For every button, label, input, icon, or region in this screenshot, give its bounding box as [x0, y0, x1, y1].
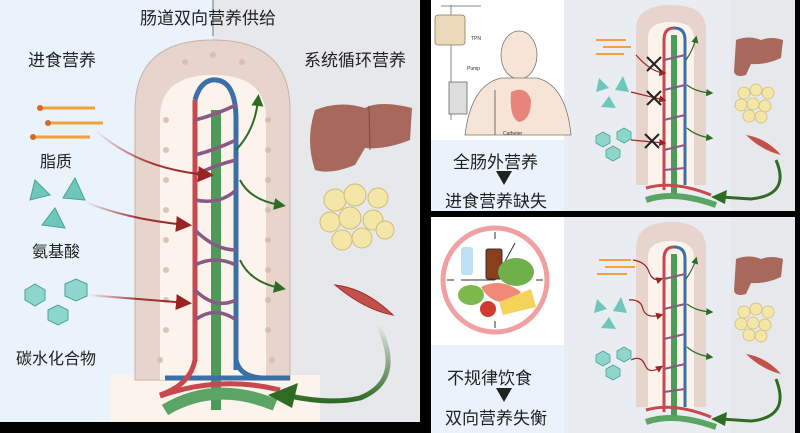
lipid-absorption-arrow	[94, 129, 214, 183]
systemic-nutrition-label: 系统循环营养	[304, 51, 406, 71]
hexagon-icon	[595, 127, 632, 162]
intake-nutrition-label: 进食营养	[28, 51, 96, 71]
lipid-lines-icon	[596, 39, 631, 55]
amino-acid-label: 氨基酸	[32, 242, 81, 261]
lipid-lines-icon	[30, 105, 103, 140]
lymph-vessel	[161, 387, 278, 416]
hexagon-icon	[24, 278, 88, 326]
muscle-icon	[746, 135, 781, 155]
muscle-icon	[746, 354, 781, 374]
food-clock-icon	[440, 225, 550, 335]
irregular-diet-caption: 不规律饮食	[447, 369, 532, 389]
carbohydrate-label: 碳水化合物	[16, 349, 97, 368]
down-arrow-icon	[496, 388, 512, 402]
tpn-panel: TPN Pump Catheter	[431, 0, 795, 211]
patient-figure: Catheter	[464, 30, 572, 137]
irregular-diet-panel: 不规律饮食 双向营养失衡	[431, 217, 795, 433]
main-title: 肠道双向营养供给	[140, 9, 276, 29]
liver-icon	[734, 256, 783, 295]
iv-bag-icon: TPN Pump	[434, 5, 481, 120]
catheter-label: Catheter	[503, 131, 523, 137]
triangle-icon	[29, 176, 86, 229]
triangle-icon	[594, 297, 627, 329]
systemic-return-arrow	[284, 323, 391, 404]
down-arrow-icon	[496, 171, 512, 185]
villus-illustration	[0, 0, 420, 422]
muscle-icon	[333, 284, 395, 316]
main-panel: 肠道双向营养供给 进食营养 系统循环营养 脂质 氨基酸 碳水化合物	[0, 0, 420, 422]
lipid-lines-icon	[597, 259, 635, 275]
pump-label: Pump	[467, 66, 480, 72]
triangle-icon	[596, 76, 629, 108]
amino-acid-absorption-arrow	[84, 201, 192, 232]
liver-icon	[734, 37, 783, 76]
adipose-tissue-icon	[734, 83, 775, 124]
tpn-illustration: TPN Pump Catheter	[431, 0, 795, 211]
adipose-tissue-icon	[734, 302, 775, 343]
adipose-tissue-icon	[319, 183, 395, 251]
intake-deficiency-caption: 进食营养缺失	[445, 192, 547, 211]
lipid-label: 脂质	[40, 152, 73, 171]
blocked-marker-icon	[644, 56, 662, 149]
hexagon-icon	[595, 346, 632, 381]
tpn-bag-label: TPN	[471, 36, 481, 42]
bidirectional-imbalance-caption: 双向营养失衡	[445, 409, 547, 429]
irregular-diet-illustration	[431, 217, 795, 433]
tpn-caption: 全肠外营养	[453, 153, 538, 173]
carbohydrate-absorption-arrow	[87, 294, 192, 311]
liver-icon	[310, 104, 412, 172]
